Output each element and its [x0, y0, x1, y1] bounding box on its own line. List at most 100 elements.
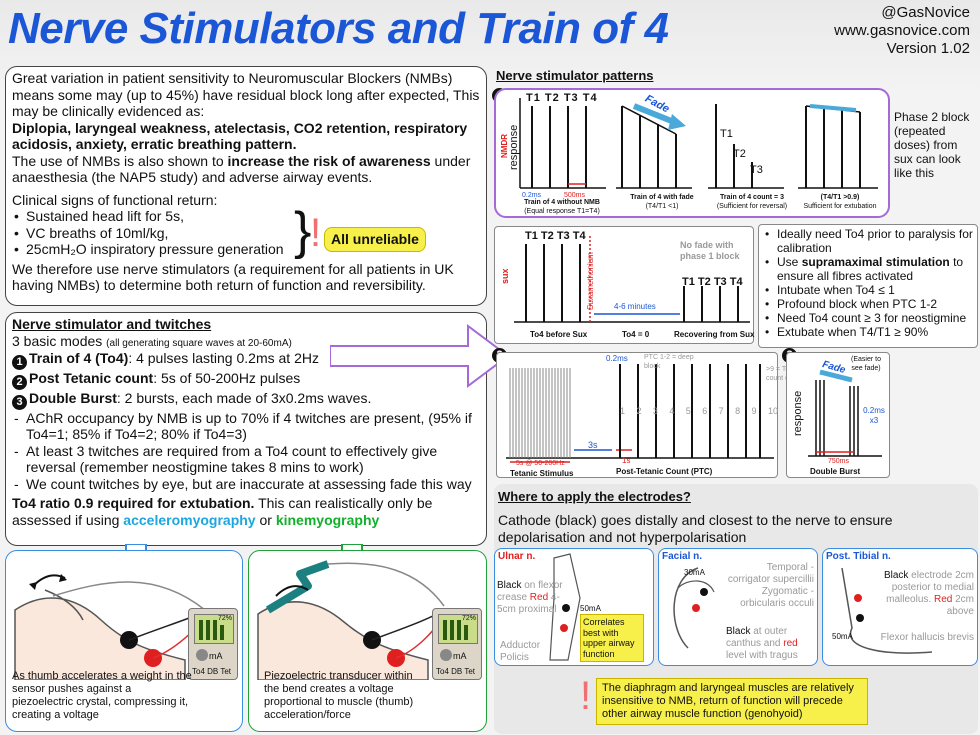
exclaim-icon: ! [310, 211, 322, 255]
ptc-pulse-label: 0.2ms [606, 354, 628, 363]
db-ms-label: 0.2ms x3 [863, 406, 885, 425]
ptc-3s-label: 3s [588, 440, 598, 450]
t2-label: T2 [733, 148, 746, 160]
facial-heading: Facial n. [662, 551, 703, 562]
face-illustration [673, 567, 715, 649]
intro-p1: Great variation in patient sensitivity t… [12, 70, 480, 119]
mode-3-desc: : 2 bursts, each made of 3x0.2ms waves. [116, 389, 372, 406]
ptc-number: 7 [718, 406, 724, 416]
ptc-caption: Post-Tetanic Count (PTC) [616, 467, 713, 476]
facial-ma: 30mA [684, 568, 705, 577]
sux-drug-label: Suxamethonium [586, 252, 595, 310]
ulnar-a: on flexor crease [497, 580, 563, 603]
ptc-1s-label: 1s [622, 456, 631, 465]
unreliable-badge: All unreliable [324, 227, 426, 252]
facial-black: Black [726, 626, 751, 637]
accel-term: acceleromyography [123, 511, 256, 528]
intro-symptoms: Diplopia, laryngeal weakness, atelectasi… [12, 119, 468, 153]
cap3: Train of 4 count = 3(Sufficient for reve… [704, 194, 800, 211]
ptc-number: 9 [751, 406, 757, 416]
intro-p3: We therefore use nerve stimulators (a re… [12, 260, 454, 294]
sign-item: 25cmH₂O inspiratory pressure generation [12, 241, 480, 258]
kine-device[interactable]: 72% mA To4 DB Tet [432, 608, 482, 680]
ulnar-text: Black on flexor crease Red 4-5cm proxima… [497, 580, 563, 616]
sux-axis-label: sux [500, 268, 510, 284]
t-label: T3 [713, 276, 727, 288]
brand-site[interactable]: www.gasnovice.com [834, 22, 970, 39]
t-label: T1 [682, 276, 695, 288]
pulse-width-label: 0.2ms [522, 192, 542, 199]
nofade-note: No fade with phase 1 block [680, 240, 740, 261]
interval-label: 500ms [564, 192, 586, 199]
ptc-deep-note: PTC 1-2 = deep block [644, 354, 694, 370]
ulnar-note: Correlates best with upper airway functi… [580, 614, 644, 662]
brace: } [294, 202, 312, 260]
t-label: T2 [544, 92, 560, 104]
ulnar-b: 4-5cm proximal [497, 592, 560, 615]
cap4: (T4/T1 >0.9)Sufficient for extubation [790, 194, 890, 211]
facial-red: red [783, 638, 798, 649]
dial-knob[interactable] [440, 649, 452, 661]
mode-1-name: Train of 4 (To4) [29, 349, 129, 366]
signs-block: Clinical signs of functional return: Sus… [12, 192, 480, 258]
recovering-label: Recovering from Sux [674, 330, 755, 339]
sux-traces [514, 236, 750, 323]
sign-item: VC breaths of 10ml/kg, [12, 225, 480, 242]
ratio-rest: This can realistically only be assessed … [12, 495, 433, 528]
dial-knob[interactable] [196, 649, 208, 661]
db-caption: Double Burst [810, 467, 861, 476]
db-response-axis: response [792, 390, 804, 436]
ma-label: mA [453, 651, 467, 661]
db-750-label: 750ms [828, 458, 850, 465]
t-label: T2 [540, 230, 554, 242]
cap2-title: Train of 4 with fade [630, 194, 694, 201]
cap2-sub: (T4/T1 <1) [645, 202, 679, 210]
patterns-heading: Nerve stimulator patterns [496, 68, 654, 83]
number-badge: 3 [12, 394, 27, 410]
kine-term: kinemyography [275, 511, 380, 528]
screen-bar [199, 620, 203, 640]
diaphragm-note: The diaphragm and laryngeal muscles are … [596, 678, 868, 725]
or-word: or [255, 511, 276, 528]
tibial-black: Black [883, 570, 909, 581]
ptc-traces [506, 364, 774, 463]
exclaim-icon: ! [580, 674, 592, 718]
to4-before-label: To4 before Sux [530, 330, 588, 339]
screen-bar [464, 625, 468, 640]
t-labels-3: T1 T2 T3 T4 [682, 276, 743, 289]
rule-item: Intubate when To4 ≤ 1 [763, 283, 973, 297]
tibial-text: Black electrode 2cm posterior to medial … [870, 570, 974, 618]
intro-text: Great variation in patient sensitivity t… [12, 70, 480, 186]
electrodes-heading: Where to apply the electrodes? [498, 489, 691, 504]
db-traces [808, 369, 882, 457]
ulnar-muscle: Adductor Policis [500, 640, 541, 663]
response-axis-label: response [508, 124, 520, 170]
ptc-to4-note: >9 = To4 count of 1 [766, 366, 797, 382]
pointer-arrow-icon [330, 324, 510, 388]
sign-item: Sustained head lift for 5s, [12, 208, 480, 225]
screen-bar [213, 620, 217, 640]
ma-label: mA [209, 651, 223, 661]
modes-a: 3 basic modes [12, 332, 107, 349]
ptc-number: 4 [669, 406, 675, 416]
cap3-sub: (Sufficient for reversal) [716, 202, 788, 210]
mode-buttons[interactable]: To4 DB Tet [436, 667, 475, 676]
cap4-title: (T4/T1 >0.9) [820, 194, 860, 201]
cap1: Train of 4 without NMB(Equal response T1… [512, 199, 612, 216]
cap4-sub: Sufficient for extubation [803, 202, 877, 210]
ptc-number: 10 [767, 406, 778, 416]
ptc-number: 1 [620, 406, 626, 416]
accel-device[interactable]: 72% mA To4 DB Tet [188, 608, 238, 680]
db-easier-note: (Easier to see fade) [851, 356, 881, 372]
mode-buttons[interactable]: To4 DB Tet [192, 667, 231, 676]
cap1-sub: (Equal response T1=T4) [524, 207, 600, 215]
t-label: T1 [525, 230, 538, 242]
intro-p2b: under anaesthesia (the NAP5 study) and a… [12, 152, 471, 186]
ptc-number: 5 [685, 406, 691, 416]
rule-bold: supramaximal stimulation [801, 255, 950, 269]
brand-handle: @GasNovice [881, 4, 970, 21]
t-label: T1 [526, 92, 541, 104]
screen-pct: 72% [217, 615, 232, 622]
tibial-red: Red [933, 594, 953, 605]
